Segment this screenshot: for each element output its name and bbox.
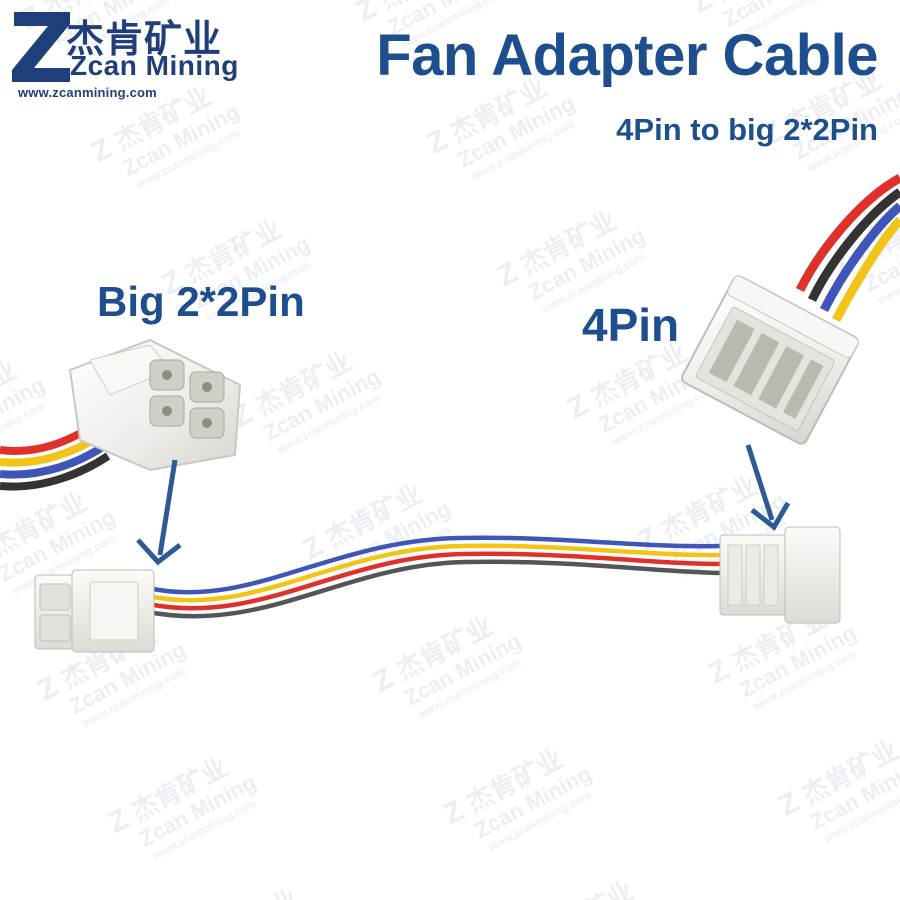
big-2x2pin-connector-large [0, 338, 242, 491]
zcan-logo-mark: CAN [7, 12, 70, 82]
4pin-connector-large [681, 275, 859, 445]
big-2x2pin-connector-small [34, 569, 155, 653]
logo-chinese-name: 杰肯矿业 [66, 17, 223, 61]
4pin-connector-small [719, 526, 841, 624]
arrow-down-icon [136, 459, 182, 566]
brand-logo: CAN 杰肯矿业 Zcan Mining www.zcanmining.com [7, 6, 243, 100]
logo-side-text: CAN [8, 30, 19, 54]
logo-english-name: Zcan Mining [70, 50, 239, 81]
arrow-down-icon [745, 444, 791, 531]
logo-website: www.zcanmining.com [18, 85, 157, 100]
label-4pin: 4Pin [582, 299, 680, 351]
cable-wires [147, 535, 723, 619]
label-big-2x2pin: Big 2*2Pin [97, 278, 305, 325]
page-title: Fan Adapter Cable [376, 23, 878, 88]
top-wire-bundle [795, 174, 900, 323]
page-subtitle: 4Pin to big 2*2Pin [616, 112, 878, 147]
